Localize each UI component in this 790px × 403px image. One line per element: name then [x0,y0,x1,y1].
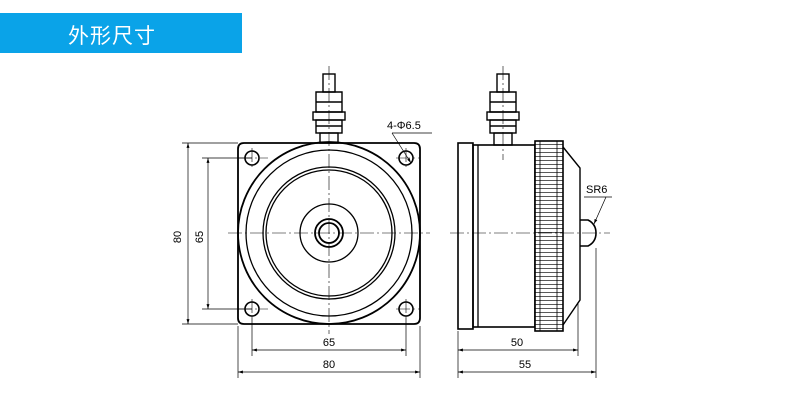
front-dimension-lines [182,132,432,378]
section-header: 外形尺寸 [0,13,242,53]
holes-label: 4-Φ6.5 [387,120,421,132]
side-body [472,144,536,328]
side-center-lines [450,66,610,234]
front-width-inner-label: 65 [323,337,335,349]
side-view [457,73,597,332]
front-center-lines [228,66,430,334]
section-title: 外形尺寸 [68,24,156,48]
front-width-outer-label: 80 [323,359,335,371]
front-flange [237,142,421,325]
side-flange [457,142,474,330]
side-dimension-lines [457,196,612,378]
front-height-inner-label: 65 [194,231,206,243]
side-depth-body-label: 50 [511,337,523,349]
side-cap [562,146,581,326]
front-height-outer-label: 80 [172,231,184,243]
side-knurl-ring [534,140,564,332]
side-depth-total-label: 55 [519,359,531,371]
side-sphere-label: SR6 [586,184,607,196]
